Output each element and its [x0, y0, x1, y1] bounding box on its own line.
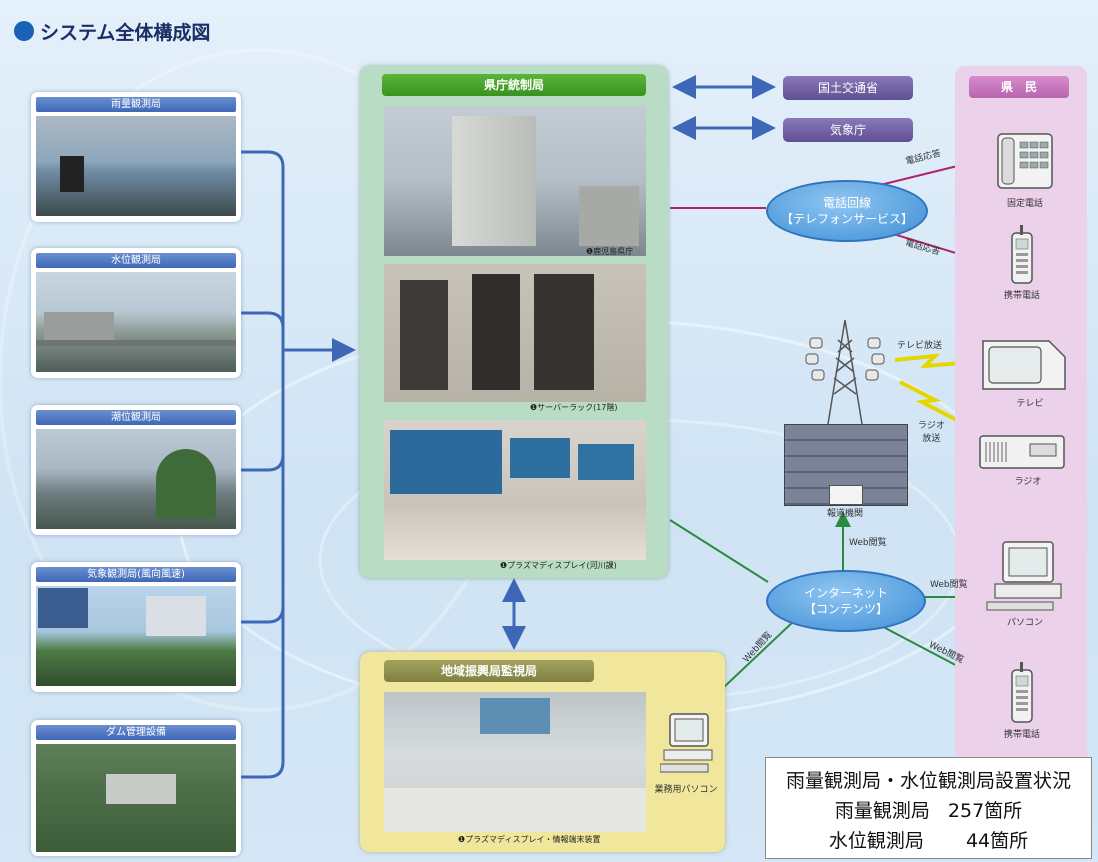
- apartment-building: [146, 596, 206, 636]
- dam-photo: [36, 744, 236, 852]
- broadcaster-building: [784, 424, 908, 506]
- photo-caption: ❶サーバーラック(17階): [530, 403, 618, 412]
- station-card-water: 水位観測局: [31, 248, 241, 378]
- station-card-tide: 潮位観測局: [31, 405, 241, 535]
- station-label: 雨量観測局: [36, 97, 236, 112]
- server-rack: [400, 280, 448, 390]
- agency-mlit: 国土交通省: [783, 76, 913, 100]
- agency-jma: 気象庁: [783, 118, 913, 142]
- link-hq-internet: [669, 519, 769, 583]
- display-screen: [390, 430, 502, 494]
- telephone-line1: 電話回線: [822, 196, 871, 210]
- regional-monitoring-station: 地域振興局監視局 ❶プラズマディスプレイ・情報端末装置 業務用パソコン: [360, 652, 725, 852]
- mobile-phone-icon: [1011, 662, 1033, 723]
- citizens-header: 県 民: [969, 76, 1069, 98]
- broadcast-tower-icon: [805, 319, 885, 425]
- tv-icon: [982, 340, 1066, 390]
- summary-rain-label: 雨量観測局: [834, 800, 930, 822]
- tv-label: テレビ: [1016, 399, 1044, 409]
- pc-label: パソコン: [1006, 618, 1043, 628]
- tide-station-photo: [36, 429, 236, 529]
- station-card-rain: 雨量観測局: [31, 92, 241, 222]
- radio-label: ラジオ: [1014, 477, 1042, 487]
- station-label: 潮位観測局: [36, 410, 236, 425]
- desk-row: [384, 788, 646, 832]
- hq-header: 県庁統制局: [382, 74, 646, 96]
- summary-water-count: 44箇所: [965, 830, 1029, 852]
- telephone-line2: 【テレフォンサービス】: [780, 212, 913, 226]
- water-station-photo: [36, 272, 236, 372]
- diagram-title: システム全体構成図: [14, 17, 210, 45]
- photo-caption: ❶プラズマディスプレイ・情報端末装置: [458, 835, 601, 844]
- region-header: 地域振興局監視局: [384, 660, 594, 682]
- station-links: [241, 150, 356, 779]
- work-pc-label: 業務用パソコン: [654, 785, 718, 795]
- edge-label-web-1: Web閲覧: [849, 538, 887, 548]
- rain-gauge-box: [60, 156, 84, 192]
- server-rack-photo: [384, 264, 646, 402]
- summary-rain-row: 雨量観測局 257箇所: [766, 796, 1091, 823]
- buildings: [44, 312, 114, 342]
- summary-water-label: 水位観測局: [828, 830, 924, 852]
- display-screen: [578, 444, 634, 480]
- broadcaster-label: 報道機関: [826, 509, 863, 519]
- summary-rain-count: 257箇所: [947, 800, 1023, 822]
- pc-icon: [986, 541, 1062, 611]
- office-annex: [579, 186, 639, 246]
- bridge: [36, 340, 236, 346]
- server-rack: [534, 274, 594, 390]
- anemometer-inset: [38, 588, 88, 628]
- station-label: 気象観測局(風向風速): [36, 567, 236, 582]
- edge-label-tv: テレビ放送: [897, 341, 943, 351]
- mobile2-label: 携帯電話: [1003, 730, 1040, 740]
- mobile1-label: 携帯電話: [1003, 291, 1040, 301]
- prefecture-office-photo: [384, 106, 646, 256]
- internet-contents: インターネット 【コンテンツ】: [766, 570, 926, 632]
- internet-line2: 【コンテンツ】: [803, 602, 888, 616]
- building-door: [829, 485, 863, 505]
- landline-phone-icon: [997, 133, 1053, 189]
- plasma-display-photo: [384, 420, 646, 560]
- radio-broadcast-bolt: [899, 380, 973, 430]
- station-card-dam: ダム管理設備: [31, 720, 241, 856]
- summary-title: 雨量観測局・水位観測局設置状況: [785, 770, 1071, 792]
- photo-caption: ❶鹿児島県庁: [586, 247, 634, 256]
- photo-caption: ❶プラズマディスプレイ(河川課): [500, 561, 617, 570]
- internet-line1: インターネット: [803, 586, 888, 600]
- rain-station-photo: [36, 116, 236, 216]
- wall-screen: [480, 698, 550, 734]
- station-label: 水位観測局: [36, 253, 236, 268]
- radio-icon: [979, 435, 1065, 469]
- tv-broadcast-bolt: [894, 353, 976, 369]
- edge-label-web-2: Web閲覧: [930, 580, 968, 590]
- station-label: ダム管理設備: [36, 725, 236, 740]
- prefectural-control-station: 県庁統制局 ❶鹿児島県庁 ❶サーバーラック(17階) ❶プラズマディスプレイ(河…: [360, 66, 668, 578]
- weather-station-photo: [36, 586, 236, 686]
- summary-water-row: 水位観測局 44箇所: [766, 826, 1091, 853]
- landline-label: 固定電話: [1006, 199, 1043, 209]
- telephone-service: 電話回線 【テレフォンサービス】: [766, 180, 928, 242]
- dam-wall: [106, 774, 176, 804]
- trees: [156, 449, 216, 519]
- display-screen: [510, 438, 570, 478]
- mobile-phone-icon: [1011, 225, 1033, 284]
- diagram-title-text: システム全体構成図: [40, 21, 211, 44]
- edge-label-radio: ラジオ 放送: [918, 421, 945, 444]
- work-pc-icon: [660, 713, 713, 773]
- bullet-icon: [14, 21, 34, 41]
- server-rack: [472, 274, 520, 390]
- office-tower: [452, 116, 536, 246]
- regional-office-photo: [384, 692, 646, 832]
- installation-summary: 雨量観測局・水位観測局設置状況 雨量観測局 257箇所 水位観測局 44箇所: [765, 757, 1092, 859]
- station-card-weather: 気象観測局(風向風速): [31, 562, 241, 692]
